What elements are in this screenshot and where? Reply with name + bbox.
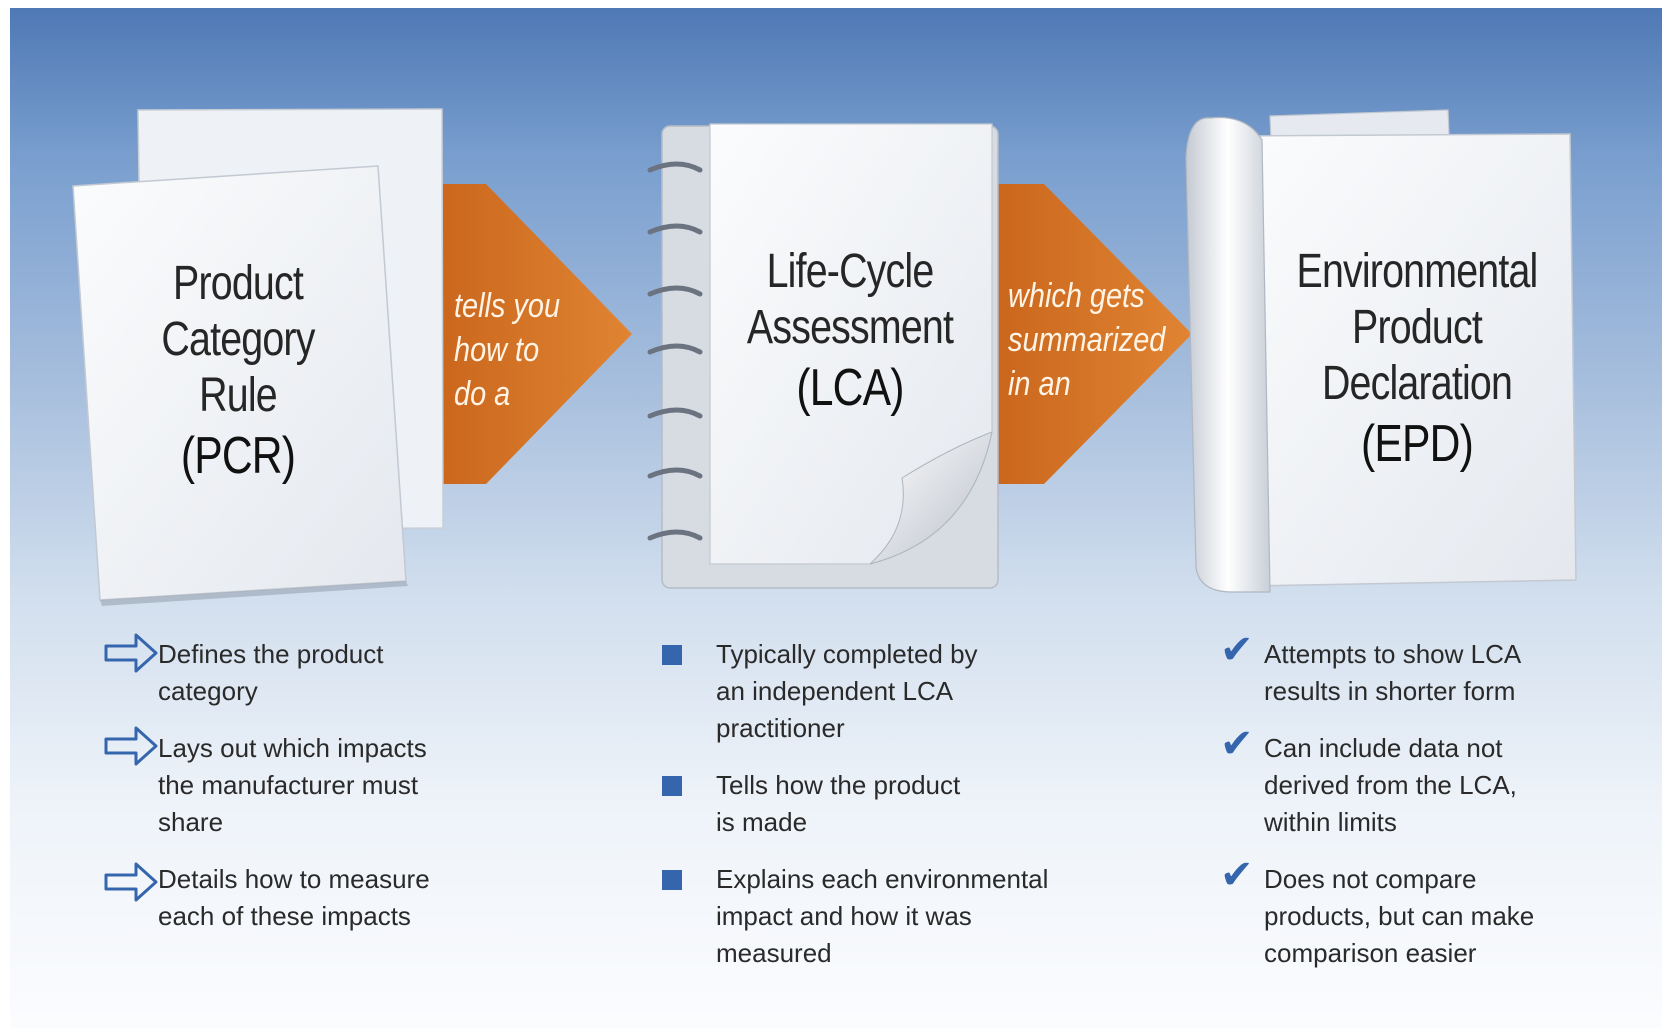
list-item: Typically completed by an independent LC… — [658, 636, 986, 747]
arrow-1-line: tells you — [454, 287, 561, 325]
lca-bullet-list: Typically completed by an independent LC… — [658, 636, 1098, 992]
checkmark-icon: ✔ — [1220, 721, 1254, 767]
lca-title-line: Life-Cycle — [766, 245, 935, 298]
arrow-2-shape — [986, 184, 1192, 484]
epd-booklet-icon — [1185, 109, 1577, 593]
square-bullet-icon — [662, 870, 682, 890]
list-item: Tells how the product is made — [658, 767, 986, 841]
checkmark-icon: ✔ — [1220, 627, 1254, 673]
epd-title-line: Declaration — [1321, 357, 1513, 410]
lca-abbreviation: (LCA) — [796, 359, 904, 417]
arrow-1-label: tells you how to do a — [454, 284, 560, 416]
list-item: ✔ Attempts to show LCA results in shorte… — [1220, 627, 1520, 706]
lca-notebook-icon — [647, 123, 999, 589]
epd-title-line: Product — [1352, 301, 1483, 354]
lca-title: Life-Cycle Assessment (LCA) — [735, 244, 965, 420]
list-item: Lays out which impacts the manufacturer … — [158, 733, 427, 837]
checkmark-icon: ✔ — [1220, 852, 1254, 898]
arrow-1-line: how to — [454, 331, 540, 369]
epd-title-line: Environmental — [1296, 245, 1539, 298]
arrow-2-line: which gets — [1008, 277, 1145, 315]
list-item: Details how to measure each of these imp… — [158, 864, 430, 931]
epd-title: Environmental Product Declaration (EPD) — [1265, 244, 1568, 476]
pcr-title-line: Product — [173, 257, 304, 310]
pcr-document-icon — [72, 108, 444, 606]
square-bullet-icon — [662, 776, 682, 796]
lca-title-line: Assessment — [746, 301, 954, 354]
square-bullet-icon — [662, 645, 682, 665]
outline-right-arrow-icon — [104, 862, 158, 902]
pcr-title-line: Rule — [199, 369, 277, 422]
arrow-2-line: in an — [1008, 365, 1071, 403]
outline-right-arrow-icon — [104, 633, 158, 673]
pcr-abbreviation: (PCR) — [180, 427, 296, 485]
epd-bullet-list: ✔ Attempts to show LCA results in shorte… — [1220, 627, 1650, 992]
outline-right-arrow-icon — [104, 726, 158, 766]
arrow-2-line: summarized — [1008, 321, 1166, 359]
list-item: ✔ Does not compare products, but can mak… — [1220, 852, 1535, 968]
pcr-title-line: Category — [161, 313, 315, 366]
arrow-1-line: do a — [454, 375, 511, 413]
diagram-panel: Product Category Rule (PCR) tells you ho… — [10, 8, 1662, 1028]
diagram-artwork — [72, 108, 1577, 902]
pcr-title: Product Category Rule (PCR) — [140, 256, 337, 488]
list-item: Defines the product category — [158, 639, 384, 706]
list-item: Explains each environmental impact and h… — [658, 861, 1086, 972]
list-item: ✔ Can include data not derived from the … — [1220, 721, 1517, 837]
arrow-2-label: which gets summarized in an — [1008, 274, 1165, 406]
arrow-1-shape — [428, 184, 632, 484]
pcr-bullet-list: Defines the product category Lays out wh… — [98, 636, 508, 955]
epd-abbreviation: (EPD) — [1361, 415, 1474, 473]
